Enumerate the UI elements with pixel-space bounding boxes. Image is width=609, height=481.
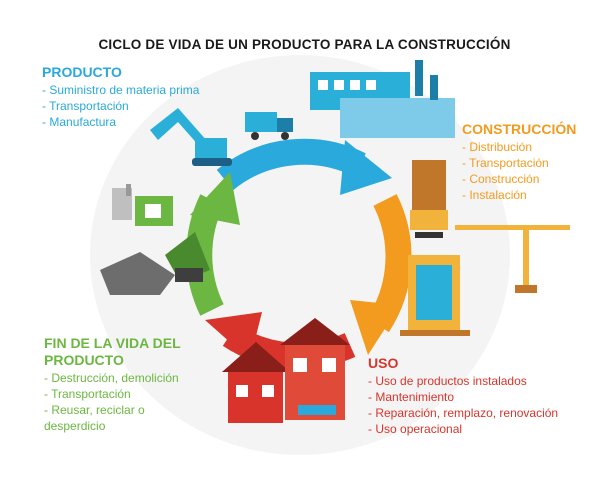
stage-item: Mantenimiento bbox=[368, 389, 568, 405]
stage-item: Reusar, reciclar o desperdicio bbox=[44, 402, 209, 434]
recycling-plant-icon bbox=[112, 184, 173, 226]
stage-fin-de-vida: FIN DE LA VIDA DEL PRODUCTO Destrucción,… bbox=[44, 335, 209, 434]
stage-item: Transportación bbox=[42, 98, 199, 114]
office-building-icon bbox=[400, 255, 470, 336]
demolition-icon bbox=[100, 232, 210, 295]
stage-item: Construcción bbox=[462, 171, 576, 187]
stage-items: Destrucción, demolición Transportación R… bbox=[44, 370, 209, 434]
factory-icon bbox=[310, 60, 455, 138]
stage-heading: PRODUCTO bbox=[42, 64, 122, 80]
stage-heading: CONSTRUCCIÓN bbox=[462, 121, 577, 137]
stage-construccion: CONSTRUCCIÓN Distribución Transportación… bbox=[462, 121, 576, 203]
stage-item: Destrucción, demolición bbox=[44, 370, 209, 386]
stage-heading: FIN DE LA VIDA DEL PRODUCTO bbox=[44, 335, 181, 368]
stage-item: Transportación bbox=[44, 386, 209, 402]
stage-uso: USO Uso de productos instalados Mantenim… bbox=[368, 355, 568, 437]
stage-item: Instalación bbox=[462, 187, 576, 203]
page-title: CICLO DE VIDA DE UN PRODUCTO PARA LA CON… bbox=[98, 37, 511, 52]
stage-items: Suministro de materia prima Transportaci… bbox=[42, 82, 199, 130]
stage-item: Distribución bbox=[462, 139, 576, 155]
crane-icon bbox=[455, 225, 570, 293]
stage-item: Suministro de materia prima bbox=[42, 82, 199, 98]
stage-item: Uso de productos instalados bbox=[368, 373, 568, 389]
dump-truck-icon bbox=[245, 112, 293, 140]
stage-item: Uso operacional bbox=[368, 421, 568, 437]
cycle-arrow-orange bbox=[350, 194, 412, 355]
stage-items: Uso de productos instalados Mantenimient… bbox=[368, 373, 568, 437]
cycle-arrow-blue bbox=[216, 138, 392, 195]
stage-item: Manufactura bbox=[42, 114, 199, 130]
stage-item: Transportación bbox=[462, 155, 576, 171]
delivery-truck-icon bbox=[410, 160, 448, 238]
stage-producto: PRODUCTO Suministro de materia prima Tra… bbox=[42, 64, 199, 130]
houses-icon bbox=[222, 318, 350, 423]
stage-items: Distribución Transportación Construcción… bbox=[462, 139, 576, 203]
stage-item: Reparación, remplazo, renovación bbox=[368, 405, 568, 421]
stage-heading: USO bbox=[368, 355, 399, 371]
